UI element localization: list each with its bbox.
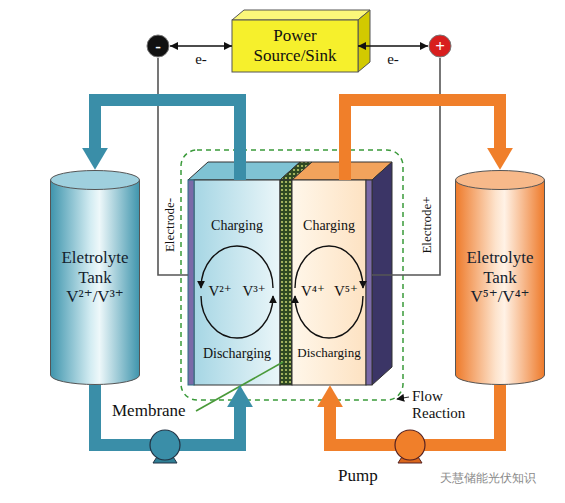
process-label: Discharging	[203, 346, 271, 362]
ion-label: V⁵⁺	[334, 283, 358, 300]
pump-symbol	[150, 430, 180, 460]
right-electrolyte	[292, 180, 366, 385]
electrolyte-tank: Eletrolyte Tank V⁵⁺/V⁴⁺	[455, 170, 545, 385]
terminal-sign: -	[155, 38, 161, 55]
pump-symbol	[395, 430, 425, 460]
left-electrolyte	[194, 180, 280, 385]
terminal-shape	[429, 35, 451, 57]
leader-line	[397, 397, 409, 399]
terminal-sign: +	[435, 38, 445, 55]
callout-label: Pump	[338, 466, 378, 486]
ion-label: V²⁺	[208, 283, 231, 300]
terminal-shape	[147, 35, 169, 57]
process-label: Charging	[303, 218, 355, 234]
process-label: Discharging	[297, 346, 360, 361]
edge-label: e-	[385, 51, 401, 68]
negative-electrode	[188, 180, 194, 385]
reaction-region	[181, 150, 403, 400]
tank-top	[51, 171, 140, 190]
positive-electrode	[366, 180, 372, 385]
edge-label: e-	[193, 51, 209, 68]
reaction-arrow	[201, 246, 273, 288]
watermark: 天慧储能光伏知识	[440, 472, 536, 486]
half-cell: ChargingV⁴⁺ V⁵⁺ Discharging	[292, 180, 372, 385]
tank-label: Eletrolyte Tank V²⁺/V³⁺	[54, 248, 136, 307]
electrolyte-pipe	[95, 100, 240, 180]
box-front	[232, 20, 358, 72]
tank-top	[456, 171, 545, 190]
reaction-arrow	[295, 296, 363, 338]
cell-side	[372, 162, 392, 385]
box-label: Power Source/Sink	[243, 26, 347, 65]
box-side	[358, 10, 370, 72]
callout-label: Flow Reaction	[412, 388, 474, 423]
leader-line	[196, 362, 283, 411]
electrode-label: Electrode-	[163, 198, 178, 252]
membrane	[280, 180, 292, 385]
ion-label: V⁴⁺	[301, 283, 325, 300]
tank-body	[456, 180, 545, 385]
power-box: Power Source/Sink	[232, 20, 358, 72]
half-cell: ChargingV²⁺ V³⁺ Discharging	[188, 180, 280, 385]
ion-label: V³⁺	[242, 283, 265, 300]
reaction-arrow	[201, 296, 273, 338]
box-top	[232, 10, 370, 20]
wire	[158, 58, 188, 275]
electron-arrow	[358, 45, 428, 47]
electrolyte-pipe	[345, 100, 500, 180]
terminal-circle: +	[428, 34, 452, 58]
reaction-arrow	[295, 246, 363, 288]
electron-arrow	[170, 45, 232, 47]
terminal-circle: -	[146, 34, 170, 58]
electrolyte-tank: Eletrolyte Tank V²⁺/V³⁺	[50, 170, 140, 385]
tank-body	[51, 180, 140, 385]
callout-label: Membrane	[112, 401, 186, 421]
tank-label: Eletrolyte Tank V⁵⁺/V⁴⁺	[459, 248, 541, 307]
electrode-label: Electrode+	[420, 196, 435, 253]
wire	[372, 58, 440, 275]
process-label: Charging	[211, 218, 263, 234]
